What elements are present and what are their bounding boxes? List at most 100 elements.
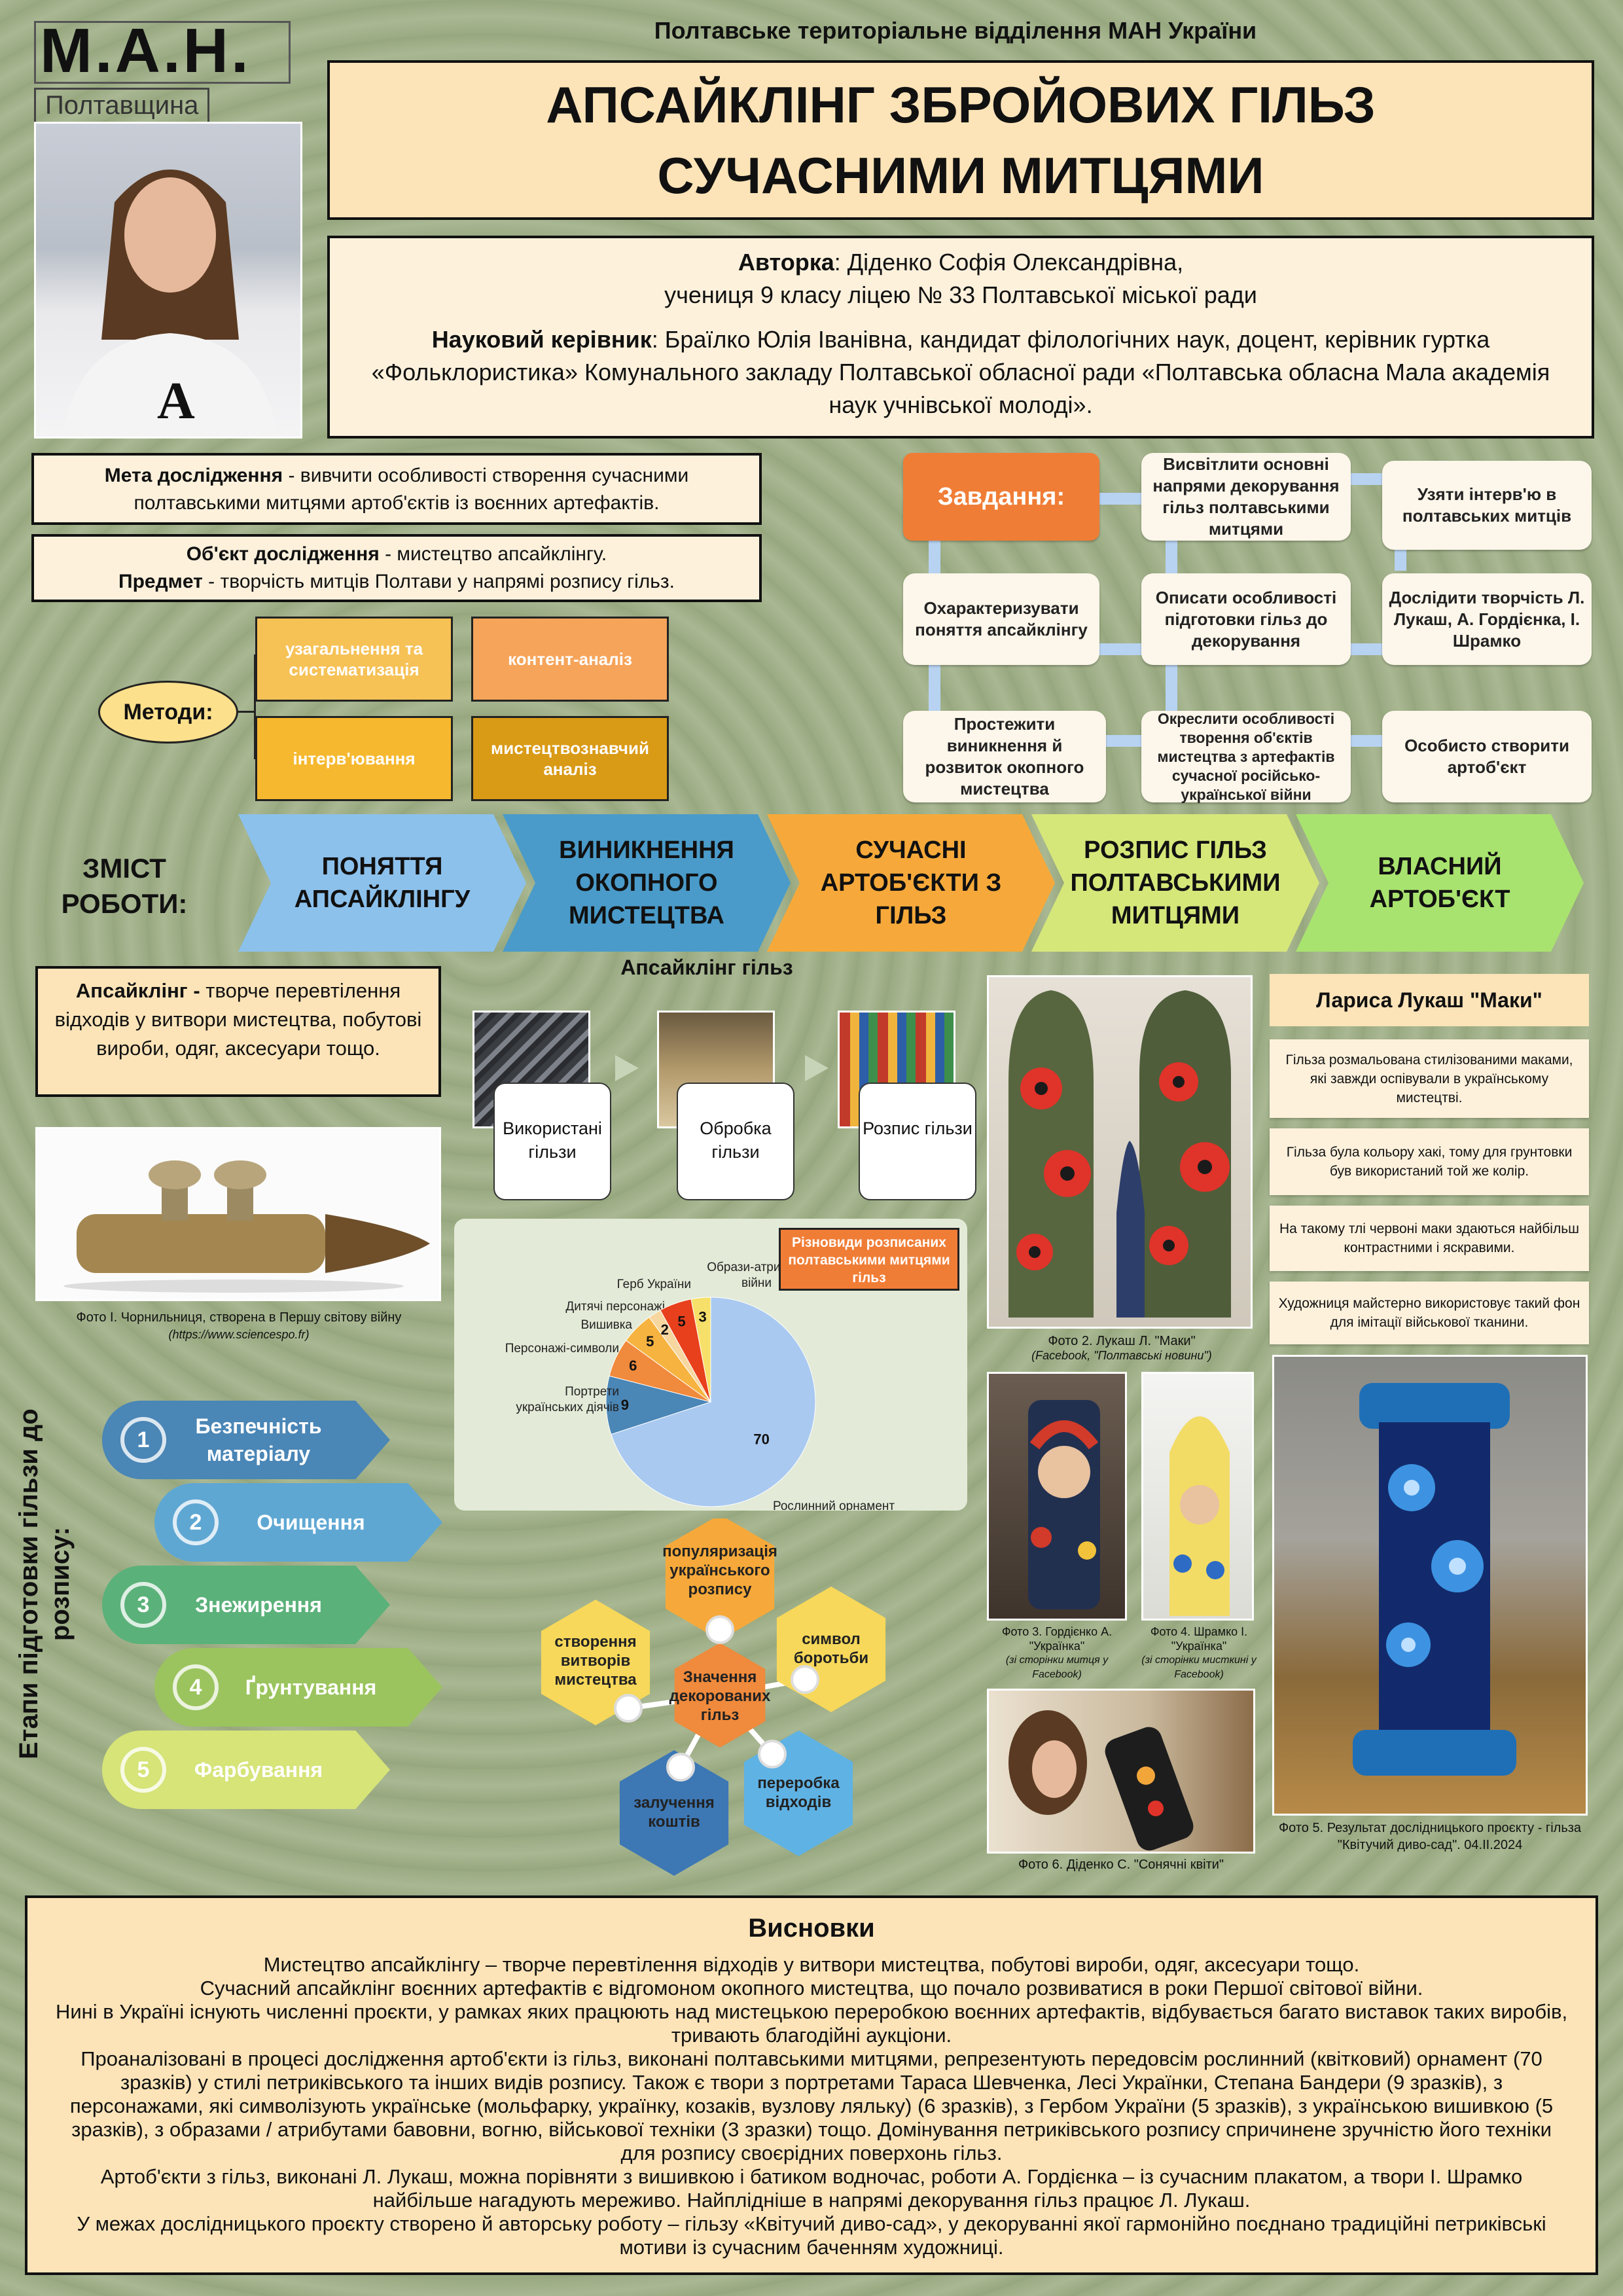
goal-box: Мета дослідження - вивчити особливості с… [31, 453, 762, 525]
content-chevron-label-3: СУЧАСНІ АРТОБ'ЄКТИ З ГІЛЬЗ [820, 836, 1002, 929]
object-text: - мистецтво апсайклінгу. [379, 543, 607, 565]
methods-label: Методи: [98, 681, 238, 744]
pie-value-1: 70 [753, 1431, 769, 1447]
lukash-note-2: Гільза була кольору хакі, тому для грунт… [1270, 1128, 1589, 1195]
photo3-caption: Фото 3. Гордієнко А. "Українка" (зі стор… [980, 1624, 1133, 1682]
photo2-caption: Фото 2. Лукаш Л. "Маки" (Facebook, "Полт… [984, 1333, 1259, 1361]
pie-label-3: Персонажі-символи [505, 1342, 619, 1355]
photo4-caption-source: (зі сторінки мисткині у Facebook) [1141, 1655, 1257, 1680]
value-center [674, 1643, 766, 1748]
value-node-dot-2 [791, 1665, 819, 1694]
author-photo: A [34, 122, 302, 439]
pie-slice-2 [605, 1375, 712, 1435]
task-highlight-directions: Висвітлити основні напрями декорування г… [1141, 453, 1351, 541]
logo: М.А.Н. Полтавщина [34, 20, 291, 124]
content-chevron-label-5: ВЛАСНИЙ АРТОБ'ЄКТ [1369, 853, 1510, 913]
page-title-line1: АПСАЙКЛІНГ ЗБРОЙОВИХ ГІЛЬЗ [546, 76, 1376, 134]
conclusions-box: Висновки Мистецтво апсайклінгу – творче … [25, 1895, 1598, 2275]
conclusions-p4: Проаналізовані в процесі дослідження арт… [69, 2047, 1554, 2164]
photo1-caption-text: Фото І. Чорнильниця, створена в Першу св… [76, 1310, 402, 1325]
task-define-upcycling: Охарактеризувати поняття апсайклінгу [903, 573, 1099, 665]
photo4-caption-text: Фото 4. Шрамко І. "Українка" [1150, 1625, 1248, 1653]
author-name: : Діденко Софія Олександрівна, [834, 249, 1184, 276]
photo-inkwell-caption: Фото І. Чорнильниця, створена в Першу св… [26, 1309, 452, 1343]
stage-label: Безпечність матеріалу [195, 1414, 322, 1465]
stage-5: 5 Фарбування [102, 1731, 390, 1809]
object-box: Об'єкт дослідження - мистецтво апсайклін… [31, 534, 762, 602]
stage-3: 3 Знежирення [102, 1566, 390, 1644]
photo5-caption: Фото 5. Результат дослідницького проєкту… [1278, 1821, 1582, 1852]
maki-shells [1008, 990, 1231, 1318]
stage-label: Знежирення [195, 1593, 322, 1617]
conclusions-title: Висновки [748, 1914, 875, 1943]
pie-label-4: Вишивка [580, 1318, 632, 1332]
process-step-used: Використані гільзи [493, 1083, 611, 1200]
method-generalization: узагальнення та систематизація [255, 617, 453, 702]
kvituchyi-shell [1353, 1383, 1516, 1776]
didenko-painting [1008, 1710, 1194, 1851]
shramko-shell [1169, 1416, 1230, 1616]
pie-slice-1 [611, 1297, 816, 1507]
task-interview: Узяти інтерв'ю в полтавських митців [1382, 461, 1592, 550]
value-node-dot-1 [705, 1615, 734, 1644]
lukash-note-4: Художниця майстерно використовує такий ф… [1270, 1282, 1589, 1344]
task-describe-preparation: Описати особливості підготовки гільз до … [1141, 573, 1351, 665]
author-box: Авторка: Діденко Софія Олександрівна, уч… [327, 236, 1594, 439]
pie-label-5: Дитячі персонажі [565, 1300, 665, 1314]
photo1-caption-source: (https://www.sciencespo.fr) [168, 1328, 310, 1341]
goal-label: Мета дослідження [104, 465, 283, 486]
process-step-processing: Обробка гільзи [677, 1083, 794, 1200]
photo-didenko-flowers [987, 1689, 1255, 1854]
value-node-dot-4 [666, 1753, 695, 1782]
conclusions-p5: Артоб'єкти з гільз, виконані Л. Лукаш, м… [100, 2165, 1523, 2212]
definition-text: творче перевтілення відходів у витвори м… [54, 979, 422, 1060]
svg-text:A: A [157, 372, 195, 430]
definition-label: Апсайклінг - [75, 979, 200, 1002]
lukash-note-1: Гільза розмальована стилізованими маками… [1270, 1039, 1589, 1118]
methods-connector [238, 711, 255, 713]
pie-value-4: 5 [646, 1333, 654, 1350]
supervisor-line: Науковий керівник: Браїлко Юлія Іванівна… [356, 323, 1565, 422]
stage-number: 3 [120, 1582, 166, 1628]
photo2-caption-source: (Facebook, "Полтавські новини") [1031, 1349, 1212, 1362]
goal-text: - вивчити особливості створення сучасним… [134, 465, 689, 514]
stage-label: Фарбування [194, 1758, 323, 1782]
photo-author-shell [1272, 1355, 1588, 1816]
photo3-caption-text: Фото 3. Гордієнко А. "Українка" [1001, 1625, 1113, 1653]
photo6-caption: Фото 6. Діденко С. "Сонячні квіти" [1018, 1857, 1224, 1872]
stage-label: Очищення [257, 1511, 365, 1534]
object-line: Об'єкт дослідження - мистецтво апсайклін… [47, 541, 746, 568]
logo-text: М.А.Н. [34, 20, 291, 84]
stages-label: Етапи підготовки гільзи до розпису: [14, 1408, 75, 1759]
pie-value-6: 5 [677, 1314, 685, 1330]
stage-label: Ґрунтування [245, 1676, 377, 1699]
task-trench-art: Простежити виникнення й розвиток окопног… [903, 711, 1106, 802]
photo3-caption-source: (зі сторінки митця у Facebook) [1005, 1655, 1109, 1680]
content-chevron-label-2: ВИНИКНЕННЯ ОКОПНОГО МИСТЕЦТВА [559, 836, 734, 929]
photo-shramko-ukrainka [1141, 1372, 1254, 1621]
content-chevron-4 [1031, 814, 1319, 952]
conclusions-p3: Нині в Україні існують численні проєкти,… [55, 2000, 1568, 2047]
method-interview: інтерв'ювання [255, 716, 453, 801]
content-chevron-3 [767, 814, 1055, 952]
stage-number: 5 [120, 1747, 166, 1793]
task-modern-objects: Окреслити особливості творення об'єктів … [1141, 710, 1351, 803]
stage-2: 2 Очищення [154, 1483, 442, 1562]
photo-inkwell [35, 1127, 441, 1301]
subject-label: Предмет [118, 571, 203, 592]
content-chevron-2 [503, 814, 791, 952]
content-chevron-label-4: РОЗПИС ГІЛЬЗ ПОЛТАВСЬКИМИ МИТЦЯМИ [1070, 836, 1281, 929]
stage-number: 2 [173, 1499, 219, 1545]
supervisor-text: : Браїлко Юлія Іванівна, кандидат філоло… [371, 326, 1550, 418]
task-study-artists: Дослідити творчість Л. Лукаш, А. Гордієн… [1382, 573, 1592, 665]
author-line: Авторка: Діденко Софія Олександрівна, [356, 246, 1565, 279]
photo4-caption: Фото 4. Шрамко І. "Українка" (зі сторінк… [1133, 1624, 1264, 1682]
pie-value-7: 3 [699, 1308, 707, 1325]
pie-slice-7 [690, 1297, 711, 1403]
